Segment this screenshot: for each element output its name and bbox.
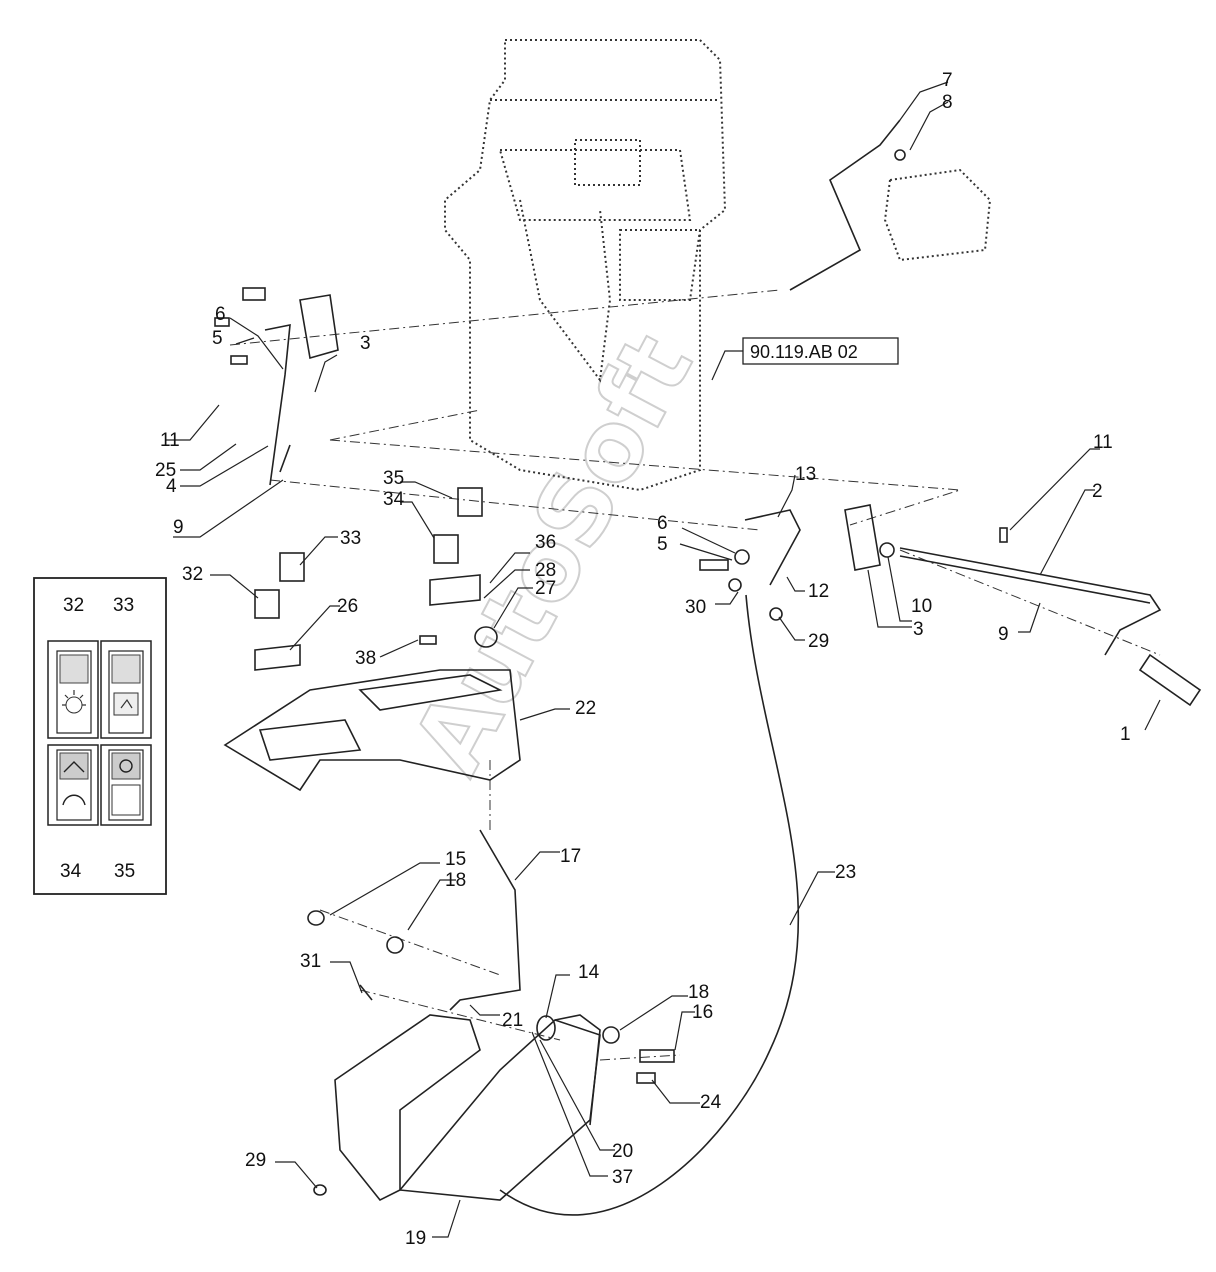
switch-parts — [254, 487, 498, 671]
console-panel — [223, 669, 521, 792]
callout-9-right: 9 — [998, 624, 1009, 645]
callout-27: 27 — [535, 578, 556, 599]
callout-35: 35 — [383, 468, 404, 489]
left-pedal-bracket — [214, 287, 339, 486]
callout-4: 4 — [166, 476, 177, 497]
callout-38: 38 — [355, 648, 376, 669]
inset-label-34: 34 — [60, 861, 82, 882]
callout-20: 20 — [612, 1141, 633, 1162]
callout-22: 22 — [575, 698, 596, 719]
switch-35-icon — [100, 744, 152, 826]
svg-text:90.119.AB 02: 90.119.AB 02 — [750, 342, 858, 362]
callout-31: 31 — [300, 951, 321, 972]
switch-34-icon — [47, 744, 99, 826]
inset-switch-panel: 32 33 34 — [33, 577, 167, 895]
callout-11-right: 11 — [1093, 432, 1113, 453]
callout-29-upper: 29 — [808, 631, 829, 652]
callout-15: 15 — [445, 849, 466, 870]
callout-3-left: 3 — [360, 333, 371, 354]
callout-36: 36 — [535, 532, 556, 553]
throttle-cable — [499, 594, 800, 1216]
right-pedal-assembly — [699, 504, 1202, 707]
callout-7: 7 — [942, 70, 953, 91]
callout-8: 8 — [942, 92, 953, 113]
callout-12: 12 — [808, 581, 829, 602]
callout-6-right: 6 — [657, 513, 668, 534]
callout-34: 34 — [383, 489, 405, 510]
callout-labels: 1 2 3 3 4 5 5 6 6 7 8 9 9 10 11 11 12 13… — [155, 70, 1131, 1249]
callout-33: 33 — [340, 528, 361, 549]
callout-14: 14 — [578, 962, 600, 983]
upper-throttle-rod — [789, 119, 992, 291]
callout-1: 1 — [1120, 724, 1131, 745]
hand-throttle-assembly — [307, 829, 675, 1202]
callout-10: 10 — [911, 596, 932, 617]
callout-9-left: 9 — [173, 517, 184, 538]
callout-18-upper: 18 — [445, 870, 466, 891]
callout-18-lower: 18 — [688, 982, 709, 1003]
callout-2: 2 — [1092, 481, 1103, 502]
callout-3-right: 3 — [913, 619, 924, 640]
callout-5-left: 5 — [212, 328, 223, 349]
inset-label-32: 32 — [63, 595, 84, 616]
callout-32: 32 — [182, 564, 203, 585]
callout-23: 23 — [835, 862, 856, 883]
callout-19: 19 — [405, 1228, 426, 1249]
callout-25: 25 — [155, 460, 176, 481]
inset-label-33: 33 — [113, 595, 134, 616]
cab-frame — [444, 39, 727, 492]
callout-13: 13 — [795, 464, 816, 485]
reference-tag: 90.119.AB 02 — [711, 337, 899, 381]
switch-33-icon — [100, 640, 152, 739]
callout-29-lower: 29 — [245, 1150, 266, 1171]
callout-37: 37 — [612, 1167, 633, 1188]
callout-16: 16 — [692, 1002, 713, 1023]
callout-30: 30 — [685, 597, 706, 618]
callout-21: 21 — [502, 1010, 523, 1031]
callout-26: 26 — [337, 596, 358, 617]
callout-5-right: 5 — [657, 534, 668, 555]
inset-label-35: 35 — [114, 861, 135, 882]
callout-11-left: 11 — [160, 430, 180, 451]
callout-28: 28 — [535, 560, 556, 581]
callout-6-left: 6 — [215, 304, 226, 325]
callout-17: 17 — [560, 846, 581, 867]
callout-24: 24 — [700, 1092, 722, 1113]
switch-32-icon — [47, 640, 99, 739]
leader-lines — [166, 81, 1161, 1238]
